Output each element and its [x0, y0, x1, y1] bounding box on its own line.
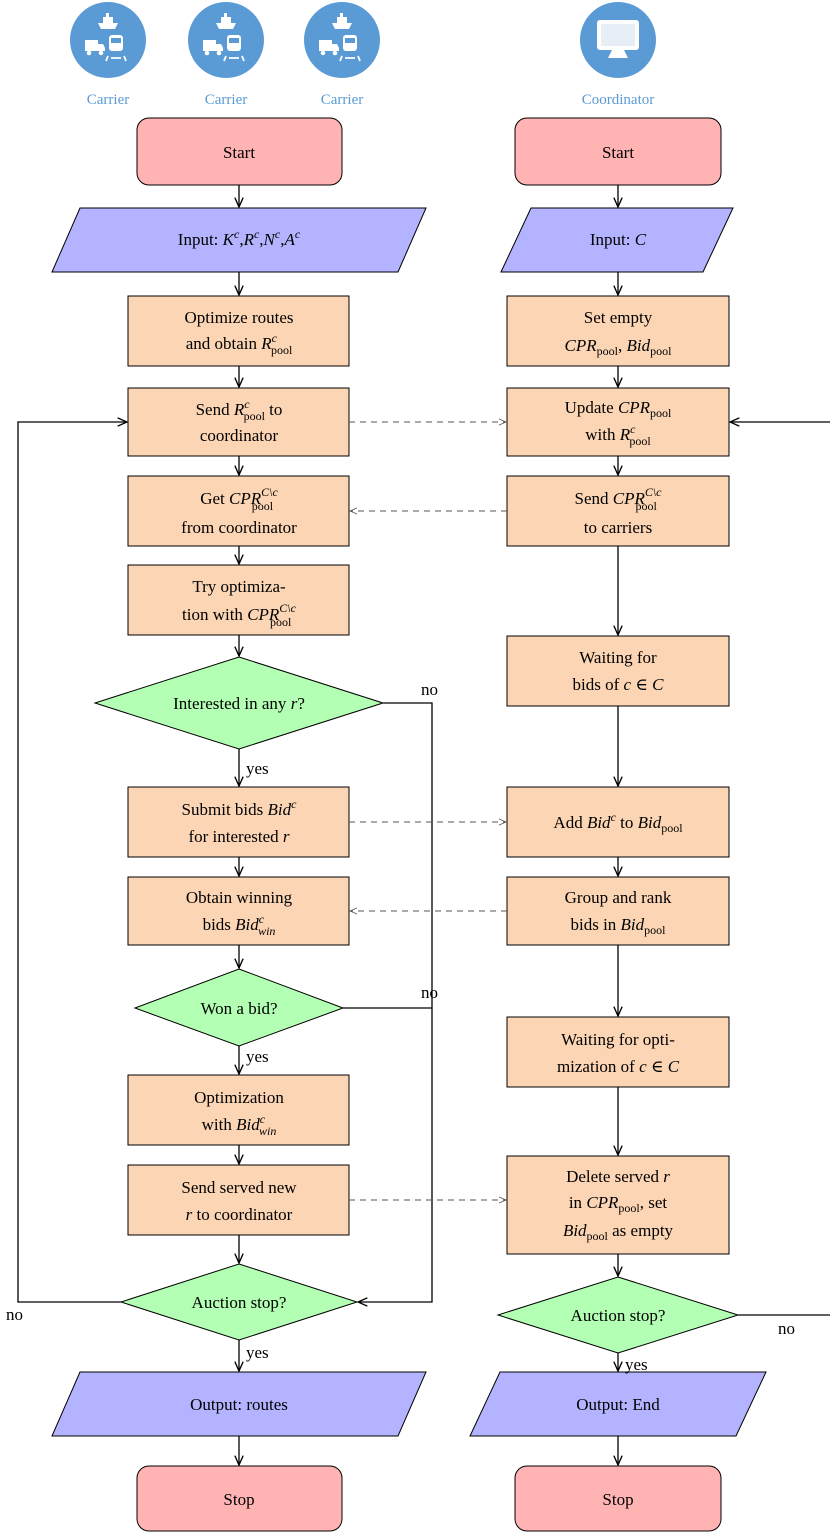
svg-text:Delete served r: Delete served r	[566, 1167, 670, 1186]
svg-text:r to coordinator: r to coordinator	[186, 1205, 293, 1224]
yes-label: yes	[625, 1355, 648, 1374]
carrier-output: Output: routes	[51, 1371, 427, 1437]
carrier-input-text: Input: Kc,Rc,Nc,Ac	[178, 227, 301, 249]
yes-label: yes	[246, 1343, 269, 1362]
coordinator-flow-arrows	[618, 185, 830, 1465]
svg-text:Waiting for: Waiting for	[579, 648, 657, 667]
coordinator-label: Coordinator	[582, 92, 655, 108]
coordinator-waiting-bids: Waiting for bids of c ∈ C	[506, 635, 730, 707]
carrier-input: Input: Kc,Rc,Nc,Ac	[51, 207, 427, 273]
coordinator-output: Output: End	[469, 1371, 767, 1437]
carrier-actor-1: Carrier	[70, 2, 146, 108]
svg-text:bids of c ∈ C: bids of c ∈ C	[573, 675, 665, 694]
carrier-start: Start	[136, 117, 343, 186]
svg-text:mization of c ∈ C: mization of c ∈ C	[557, 1057, 680, 1076]
carrier-decision-interested: Interested in any r?	[93, 656, 385, 750]
carrier-icon-circle	[70, 2, 146, 78]
svg-text:Interested in any r?: Interested in any r?	[173, 694, 305, 713]
carrier-label: Carrier	[321, 92, 363, 108]
svg-text:coordinator: coordinator	[200, 426, 279, 445]
carrier-decision-auction-stop: Auction stop?	[119, 1263, 359, 1341]
carrier-decision-won: Won a bid?	[133, 968, 345, 1047]
svg-text:Optimization: Optimization	[194, 1088, 284, 1107]
coordinator-input: Input: C	[500, 207, 734, 273]
carrier-label: Carrier	[205, 92, 247, 108]
coordinator-add-bid: Add Bidc to Bidpool	[506, 786, 730, 858]
svg-text:Set empty: Set empty	[584, 308, 653, 327]
monitor-icon	[597, 20, 639, 58]
coordinator-decision-auction-stop: Auction stop?	[496, 1276, 740, 1354]
svg-text:Input: C: Input: C	[590, 230, 647, 249]
no-label: no	[421, 983, 438, 1002]
svg-text:Start: Start	[223, 143, 255, 162]
no-label: no	[778, 1319, 795, 1338]
coordinator-stop: Stop	[514, 1465, 722, 1532]
coordinator-waiting-optimization: Waiting for opti- mization of c ∈ C	[506, 1016, 730, 1088]
carrier-flow-arrows	[17, 185, 433, 1465]
svg-text:Auction stop?: Auction stop?	[571, 1306, 666, 1325]
svg-text:Add Bidc to Bidpool: Add Bidc to Bidpool	[553, 810, 683, 835]
coordinator-start: Start	[514, 117, 722, 186]
svg-text:Bidpool as empty: Bidpool as empty	[563, 1221, 674, 1243]
carrier-actor-2: Carrier	[188, 2, 264, 108]
svg-text:CPRpool, Bidpool: CPRpool, Bidpool	[565, 336, 673, 358]
svg-text:Stop: Stop	[602, 1490, 633, 1509]
carrier-icon-circle	[304, 2, 380, 78]
carrier-icon-circle	[188, 2, 264, 78]
coordinator-group-rank: Group and rank bids in Bidpool	[506, 876, 730, 946]
svg-text:to carriers: to carriers	[584, 518, 652, 537]
carrier-submit-bids: Submit bids Bidc for interested r	[127, 786, 350, 858]
svg-text:Output: routes: Output: routes	[190, 1395, 288, 1414]
svg-text:bids in Bidpool: bids in Bidpool	[570, 915, 666, 937]
svg-text:Won a bid?: Won a bid?	[201, 999, 278, 1018]
svg-text:Submit bids Bidc: Submit bids Bidc	[182, 797, 298, 819]
no-label: no	[6, 1305, 23, 1324]
carrier-stop: Stop	[136, 1465, 343, 1532]
svg-text:for interested r: for interested r	[188, 827, 289, 846]
svg-text:Obtain winning: Obtain winning	[186, 888, 293, 907]
svg-text:Output: End: Output: End	[576, 1395, 660, 1414]
svg-text:Try optimiza-: Try optimiza-	[192, 577, 286, 596]
yes-label: yes	[246, 759, 269, 778]
svg-text:Waiting for opti-: Waiting for opti-	[561, 1030, 675, 1049]
svg-text:Stop: Stop	[223, 1490, 254, 1509]
svg-text:Optimize routes: Optimize routes	[184, 308, 293, 327]
carrier-actor-3: Carrier	[304, 2, 380, 108]
carrier-label: Carrier	[87, 92, 129, 108]
coordinator-actor: Coordinator	[580, 2, 656, 108]
svg-text:from coordinator: from coordinator	[181, 518, 297, 537]
svg-text:Group and rank: Group and rank	[565, 888, 672, 907]
yes-label: yes	[246, 1047, 269, 1066]
no-label: no	[421, 680, 438, 699]
carrier-send-served: Send served new r to coordinator	[127, 1164, 350, 1236]
message-arrows	[349, 422, 507, 1200]
coordinator-delete-served: Delete served r in CPRpool, set Bidpool …	[506, 1155, 730, 1255]
svg-text:Update CPRpool: Update CPRpool	[565, 398, 672, 420]
svg-text:Send served new: Send served new	[181, 1178, 297, 1197]
svg-text:Auction stop?: Auction stop?	[192, 1293, 287, 1312]
svg-text:in CPRpool, set: in CPRpool, set	[569, 1193, 668, 1215]
svg-text:Start: Start	[602, 143, 634, 162]
coordinator-set-empty: Set empty CPRpool, Bidpool	[506, 295, 730, 367]
